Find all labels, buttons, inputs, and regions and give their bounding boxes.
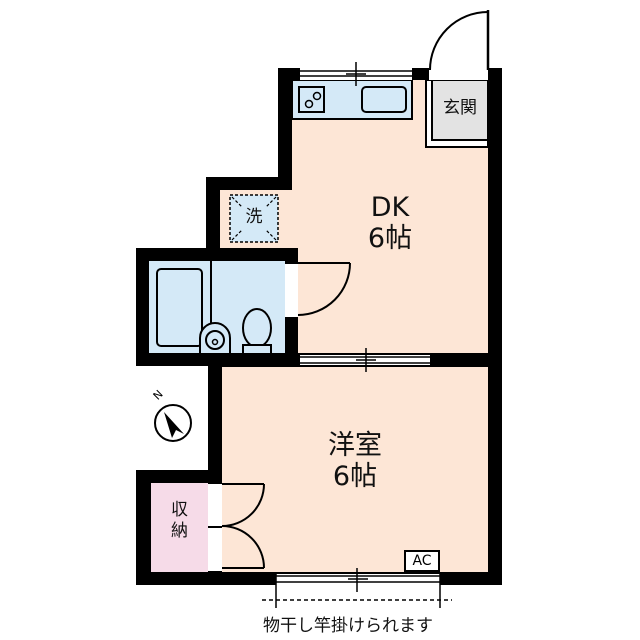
closet-label: 収納 [151,500,208,543]
washer-label: 洗 [245,207,263,227]
closet-doors [208,483,265,571]
bathtub-icon [156,268,203,347]
entrance-door [427,10,490,80]
closet-floor [151,483,208,572]
dk-room-size: 6帖 [367,223,413,255]
sink-icon [361,86,407,113]
stove-icon [298,86,325,113]
washbasin-icon [199,322,231,353]
bath-door [285,262,351,319]
window-bottom [262,568,452,608]
compass-label: N [151,388,166,403]
western-room-size: 6帖 [332,461,378,493]
entrance-label: 玄関 [443,98,477,118]
western-room-label: 洋室 6帖 [305,430,405,492]
window-dk-top [300,62,412,86]
western-room-floor [222,367,488,572]
window-middle [300,348,430,372]
north-arrow-icon: N [151,388,192,442]
dk-floor [220,80,488,353]
dk-room-label: DK 6帖 [340,192,440,254]
dk-room-name: DK [370,192,410,223]
western-room-name: 洋室 [328,430,382,461]
closet-label-text: 収納 [171,500,188,542]
ac-unit: AC [404,550,440,572]
laundry-pole-note: 物干し竿掛けられます [263,616,433,636]
washer-pan [229,194,279,243]
toilet-icon [242,308,272,355]
